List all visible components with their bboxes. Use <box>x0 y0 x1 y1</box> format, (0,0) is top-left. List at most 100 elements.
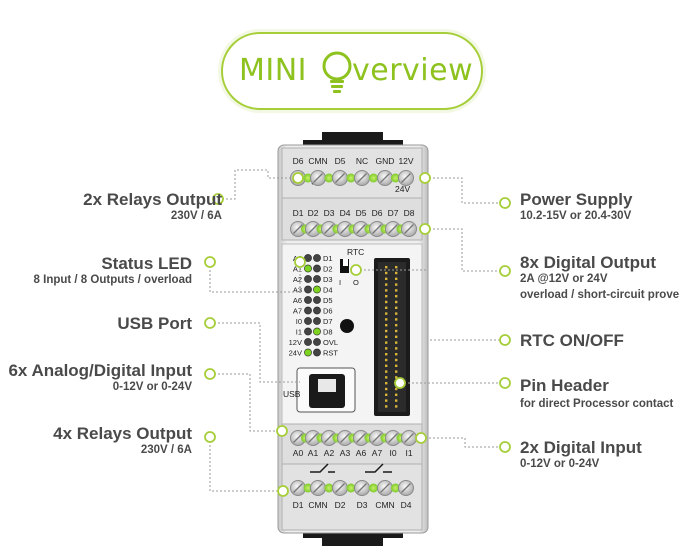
header-pin <box>395 318 398 321</box>
header-pin <box>385 370 388 373</box>
header-pin <box>395 271 398 275</box>
header-pin <box>395 387 398 391</box>
status-led <box>313 348 321 357</box>
label-pinheader-title: Pin Header <box>520 376 609 395</box>
led-label-right: RST <box>323 349 338 358</box>
leader-marker <box>204 431 216 443</box>
led-label-left: A2 <box>293 275 302 284</box>
header-pin <box>395 393 398 396</box>
led-label-left: A1 <box>293 265 302 274</box>
input-terminal-label: A3 <box>340 448 351 458</box>
leader-line <box>210 373 282 432</box>
led-label-right: D4 <box>323 286 333 295</box>
header-pin <box>395 312 398 315</box>
leader-marker <box>499 197 511 209</box>
leader-marker <box>212 193 224 205</box>
leader-marker <box>394 377 406 389</box>
status-led <box>313 264 321 273</box>
header-pin <box>395 266 398 269</box>
header-pin <box>385 382 388 385</box>
label-analog-title: 6x Analog/Digital Input <box>8 361 192 380</box>
header-pin <box>385 277 388 280</box>
status-led <box>304 348 312 357</box>
label-digital-in-title: 2x Digital Input <box>520 438 642 457</box>
terminal-indicator <box>346 173 356 183</box>
status-led <box>313 296 321 304</box>
rtc-mark-on: I <box>339 278 341 287</box>
status-led <box>313 254 321 262</box>
output-terminal-label: D8 <box>404 208 415 218</box>
title-mini: MINI <box>239 53 308 88</box>
leader-marker <box>204 317 216 329</box>
led-label-right: D2 <box>323 265 333 274</box>
label-status-led-title: Status LED <box>101 254 192 273</box>
top-terminal-block <box>281 147 423 199</box>
header-pin <box>385 376 388 379</box>
status-led <box>313 306 321 315</box>
label-power-title: Power Supply <box>520 190 633 209</box>
top-terminal-label: NC <box>356 156 368 166</box>
label-power-sub: 10.2-15V or 20.4-30V <box>520 210 632 222</box>
input-terminal-label: A1 <box>308 448 319 458</box>
leader-marker <box>499 377 511 389</box>
leader-marker <box>419 172 431 184</box>
status-led <box>313 317 321 325</box>
output-terminal-label: D7 <box>388 208 399 218</box>
input-terminal-label: A0 <box>293 448 304 458</box>
header-pin <box>385 318 388 321</box>
header-pin <box>395 341 398 344</box>
output-terminal-label: D2 <box>308 208 319 218</box>
top-terminal-label: D5 <box>335 156 346 166</box>
header-pin <box>395 283 398 286</box>
header-pin <box>385 266 388 269</box>
led-label-right: D1 <box>323 254 333 263</box>
header-pin <box>385 405 388 408</box>
leader-line <box>356 269 505 341</box>
terminal-indicator <box>303 173 313 183</box>
label-usb-title: USB Port <box>117 314 192 333</box>
top-terminal-label: CMN <box>308 156 327 166</box>
header-pin <box>385 335 388 338</box>
label-rtc-title: RTC ON/OFF <box>520 331 624 350</box>
leader-marker <box>277 485 289 497</box>
label-digital-out-sub2: overload / short-circuit prove <box>520 289 680 301</box>
label-relays-4-title: 4x Relays Output <box>53 424 192 443</box>
status-led <box>304 285 312 294</box>
header-pin <box>385 364 388 367</box>
output-terminal-label: D5 <box>356 208 367 218</box>
leader-line <box>425 228 505 272</box>
bottom-terminal-label: D4 <box>401 500 412 510</box>
header-pin <box>385 295 388 298</box>
bottom-terminal-label: CMN <box>375 500 394 510</box>
header-pin <box>395 335 398 338</box>
header-pin <box>385 289 388 292</box>
bottom-terminal-label: D2 <box>335 500 346 510</box>
leader-marker <box>499 441 511 453</box>
led-label-left: A3 <box>293 286 302 295</box>
leader-line <box>209 437 283 492</box>
led-label-right: D3 <box>323 275 333 284</box>
leader-marker <box>415 432 427 444</box>
title-overview: verview <box>352 53 474 88</box>
output-terminal-label: D4 <box>340 208 351 218</box>
leader-marker <box>204 256 216 268</box>
header-pin <box>385 271 388 275</box>
header-pin <box>385 329 388 333</box>
leader-marker <box>499 265 511 277</box>
header-pin <box>395 364 398 367</box>
label-relays-4-sub: 230V / 6A <box>140 444 192 456</box>
terminal-indicator <box>324 173 334 183</box>
title-pill: MINI verview <box>221 32 483 110</box>
top-terminal-label: GND <box>376 156 395 166</box>
label-relays-2-sub: 230V / 6A <box>170 210 222 222</box>
header-pin <box>395 300 398 304</box>
leader-marker <box>499 334 511 346</box>
header-pin <box>385 341 388 344</box>
rtc-label: RTC <box>347 247 364 257</box>
output-terminal-label: D1 <box>293 208 304 218</box>
header-pin <box>395 353 398 356</box>
lightbulb-icon <box>322 51 352 93</box>
header-pin <box>395 358 398 362</box>
header-pin <box>385 353 388 356</box>
bottom-terminal-label: D3 <box>357 500 368 510</box>
